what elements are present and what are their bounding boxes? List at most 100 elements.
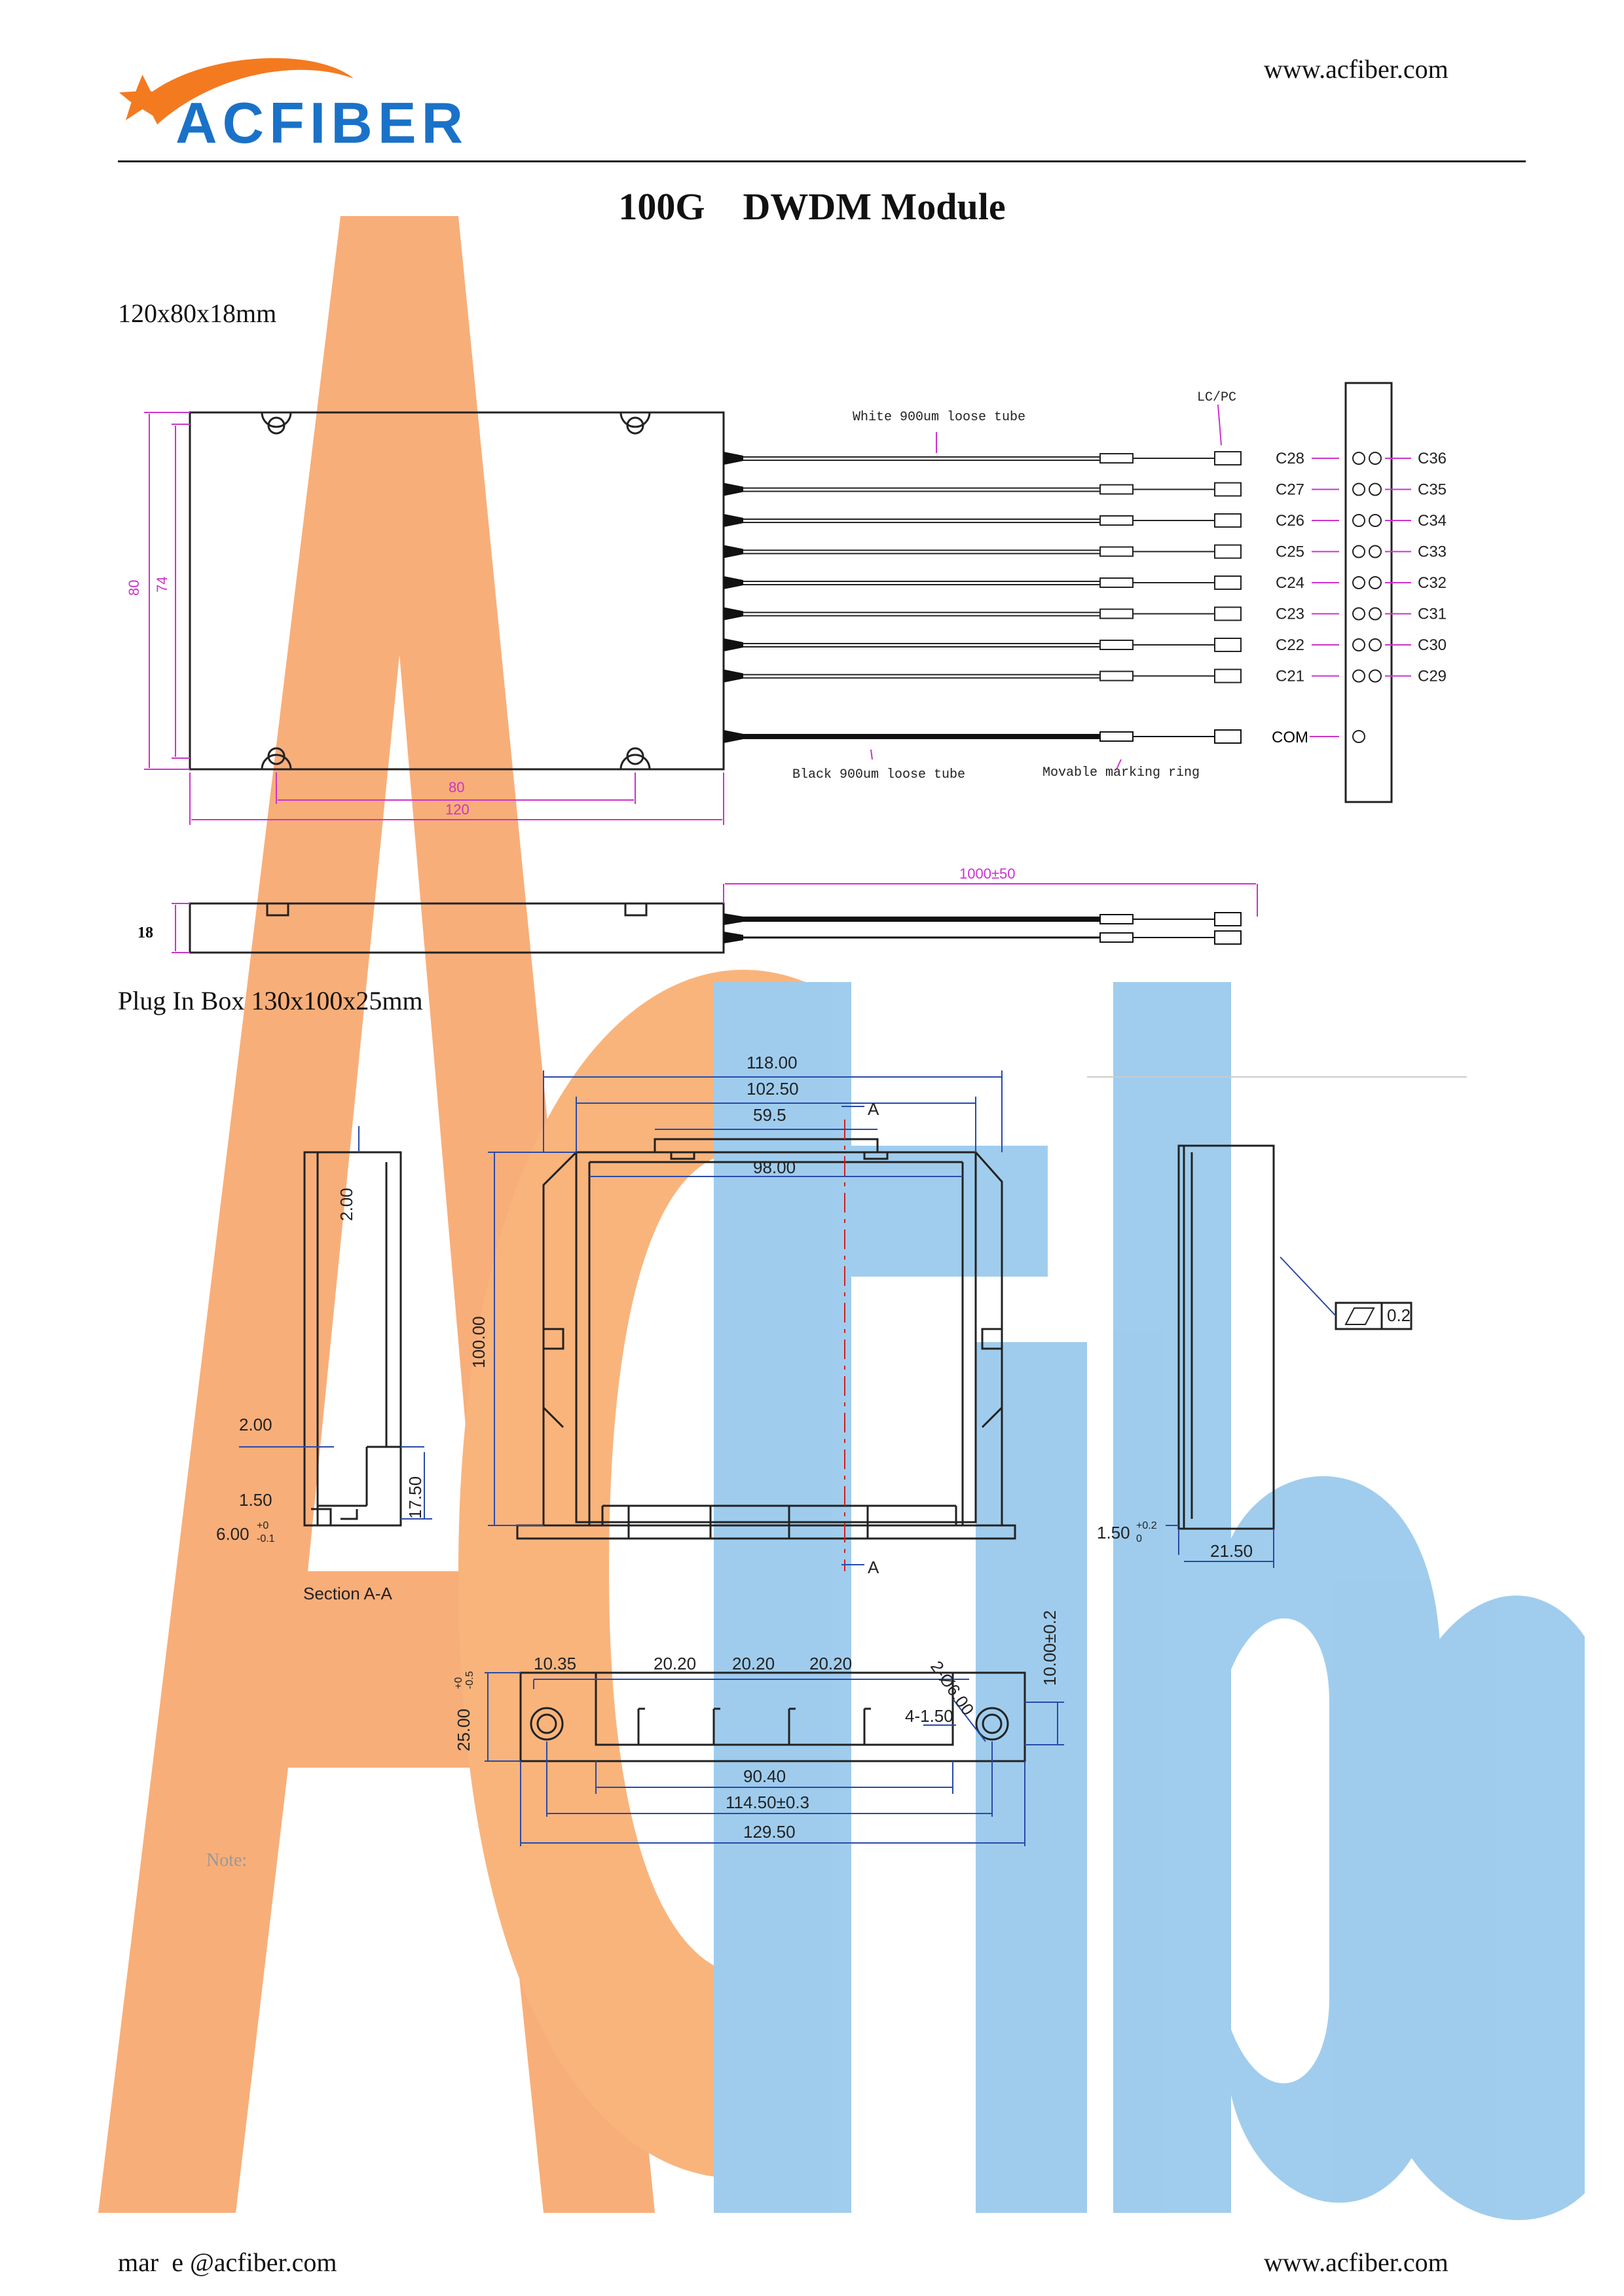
- dim-25-00: 25.00: [454, 1709, 473, 1751]
- module-body: [189, 411, 725, 771]
- port-hole: [1352, 514, 1365, 527]
- section-marker-bottom: A: [868, 1558, 879, 1577]
- port-hole: [1352, 607, 1365, 621]
- dim-10-00: 10.00±0.2: [1040, 1611, 1060, 1686]
- port-hole: [1369, 669, 1382, 683]
- port-label-right: C30: [1418, 636, 1447, 654]
- port-label-right: C35: [1418, 481, 1447, 499]
- lc-connector-icon: [1214, 451, 1242, 465]
- port-label-right: C32: [1418, 574, 1447, 592]
- title-part2: DWDM Module: [743, 185, 1006, 228]
- port-hole: [1352, 452, 1365, 465]
- port-hole: [1369, 514, 1382, 527]
- dim-6-tol-top: +0: [257, 1520, 268, 1531]
- module-inner-outline: [189, 411, 725, 771]
- fiber-boot: [724, 576, 743, 589]
- port-hole: [1369, 545, 1382, 558]
- lc-connector-icon: [1214, 606, 1242, 621]
- box-side: [1177, 1144, 1275, 1530]
- marking-ring-label: Movable marking ring: [1043, 765, 1200, 780]
- lc-connector-icon: [1214, 575, 1242, 590]
- dim-2-00-b: 2.00: [239, 1415, 272, 1434]
- dim-h74: 74: [154, 577, 170, 592]
- port-label-left: C23: [1276, 606, 1304, 623]
- section1-size-label: 120x80x18mm: [118, 299, 277, 328]
- marking-ring: [1099, 670, 1134, 682]
- dim-129-50: 129.50: [743, 1822, 796, 1842]
- flatness-value: 0.2: [1387, 1305, 1411, 1325]
- dim-h80: 80: [126, 580, 142, 596]
- port-hole: [1352, 576, 1365, 589]
- marking-ring: [1099, 515, 1134, 526]
- dim-1-50-tol-top: +0.2: [1136, 1520, 1157, 1531]
- fiber-boot: [724, 483, 743, 496]
- dim-21-50: 21.50: [1210, 1541, 1253, 1561]
- marking-ring: [1099, 453, 1134, 464]
- lc-connector-icon: [1214, 544, 1242, 559]
- dim-1-50-tol-bot: 0: [1136, 1533, 1142, 1544]
- dim-17-50: 17.50: [405, 1476, 425, 1519]
- port-label-right: C29: [1418, 668, 1447, 685]
- dim-59-5: 59.5: [753, 1105, 786, 1125]
- dim-102-5: 102.50: [747, 1079, 799, 1099]
- dim-10-35: 10.35: [534, 1654, 576, 1673]
- port-hole: [1369, 452, 1382, 465]
- dim-25-tol-bot: -0.5: [464, 1671, 475, 1689]
- watermark-letter-b: [1113, 982, 1441, 2213]
- marking-ring: [1099, 577, 1134, 588]
- footer-email[interactable]: mar e @acfiber.com: [118, 2248, 337, 2277]
- watermark-letter-c: [458, 970, 819, 2179]
- dim-4-1-50: 4-1.50: [905, 1706, 953, 1726]
- port-label-left: C25: [1276, 543, 1304, 561]
- port-panel: [1344, 382, 1393, 803]
- dim-1-50-side: 1.50: [1097, 1523, 1130, 1542]
- black-tube-label: Black 900um loose tube: [792, 767, 965, 782]
- dim-thick: 18: [138, 924, 153, 941]
- lc-connector-icon: [1214, 482, 1242, 497]
- hole-right: [975, 1707, 1009, 1741]
- logo-star-icon: [119, 75, 170, 120]
- mount-hole-tr: [619, 412, 651, 428]
- port-hole: [1369, 483, 1382, 496]
- dim-w80: 80: [449, 779, 464, 795]
- port-label-right: C34: [1418, 512, 1447, 530]
- dim-20-20-c: 20.20: [809, 1654, 852, 1673]
- port-label-right: C36: [1418, 450, 1447, 467]
- port-hole: [1352, 638, 1365, 651]
- port-hole: [1369, 607, 1382, 621]
- section-aa-label: Section A-A: [303, 1584, 393, 1603]
- dim-2-00-a: 2.00: [337, 1188, 356, 1221]
- marking-ring: [1099, 608, 1134, 619]
- mount-hole-br: [619, 754, 651, 770]
- box-bottom: [519, 1671, 1026, 1762]
- dim-length: 1000±50: [959, 866, 1016, 882]
- port-hole: [1352, 669, 1365, 683]
- dim-6-tol-bot: -0.1: [257, 1533, 275, 1544]
- port-hole: [1352, 483, 1365, 496]
- section-marker-top: A: [868, 1099, 879, 1119]
- fiber-boot: [724, 545, 743, 558]
- port-label-left: C24: [1276, 574, 1304, 592]
- dim-100: 100.00: [469, 1316, 489, 1368]
- dim-118: 118.00: [747, 1053, 798, 1072]
- mount-hole-bl: [261, 754, 292, 770]
- logo-swoosh: [144, 58, 354, 124]
- mount-hole-tl: [261, 412, 292, 428]
- port-label-left: C28: [1276, 450, 1304, 467]
- port-hole: [1369, 638, 1382, 651]
- marking-ring: [1099, 640, 1134, 650]
- box-front: [575, 1151, 977, 1523]
- dim-20-20-b: 20.20: [732, 1654, 775, 1673]
- dim-w120: 120: [445, 801, 470, 818]
- fiber-boot: [724, 638, 743, 651]
- header-url[interactable]: www.acfiber.com: [1264, 54, 1449, 84]
- watermark-letter-e: [1362, 1595, 1585, 2221]
- footer-url[interactable]: www.acfiber.com: [1264, 2248, 1449, 2277]
- fiber-boot: [724, 514, 743, 527]
- dim-98: 98.00: [753, 1157, 796, 1177]
- port-label-left: C21: [1276, 668, 1304, 685]
- dim-20-20-a: 20.20: [654, 1654, 696, 1673]
